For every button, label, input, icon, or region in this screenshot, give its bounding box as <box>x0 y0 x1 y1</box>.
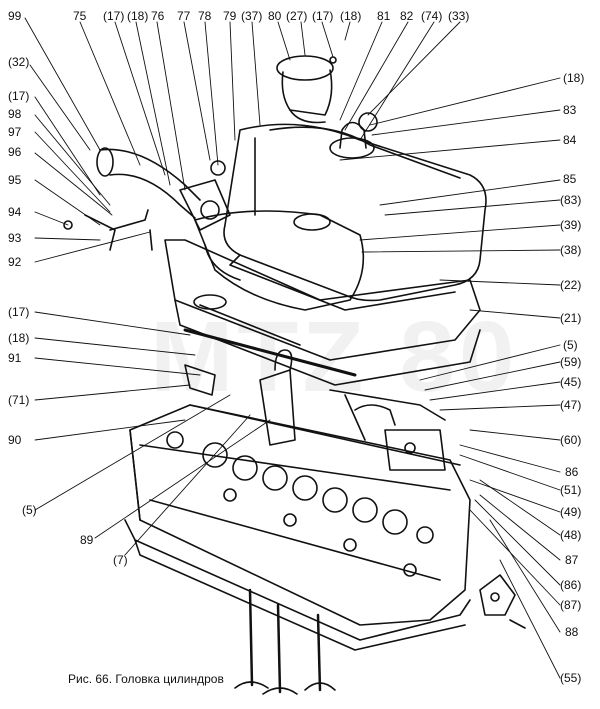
rocker-housing <box>164 239 481 386</box>
rocker-arms <box>259 349 446 471</box>
callout-18-mid: (18) <box>8 331 30 345</box>
callout-81: 81 <box>377 9 391 23</box>
breather-cap <box>329 112 378 159</box>
callout-79: 79 <box>223 9 237 23</box>
callout-17-top: (17) <box>312 9 334 23</box>
callout-96: 96 <box>8 145 22 159</box>
rocker-shaft <box>183 328 446 441</box>
callout-37: (37) <box>241 9 263 23</box>
callout-18-top: (18) <box>340 9 362 23</box>
callout-87: 87 <box>565 553 579 567</box>
callout-88: 88 <box>565 625 579 639</box>
callout-49: (49) <box>560 505 582 519</box>
callout-86-paren: (86) <box>560 578 582 592</box>
callout-32: (32) <box>8 55 30 69</box>
callout-87-paren: (87) <box>560 598 582 612</box>
cylinder-head-block <box>129 404 471 626</box>
callout-76: 76 <box>151 9 165 23</box>
callout-83-paren: (83) <box>560 193 582 207</box>
callout-55: (55) <box>560 671 582 685</box>
callout-22: (22) <box>560 278 582 292</box>
callout-99: 99 <box>8 9 22 23</box>
callout-97: 97 <box>8 125 22 139</box>
inlet-manifold <box>194 160 365 311</box>
callout-95: 95 <box>8 173 22 187</box>
callout-85: 85 <box>563 172 577 186</box>
callout-5-left: (5) <box>22 503 37 517</box>
callout-92: 92 <box>8 255 22 269</box>
leader-lines <box>24 17 561 679</box>
callout-75: 75 <box>73 9 87 23</box>
callout-91: 91 <box>8 351 22 365</box>
valves <box>234 588 336 695</box>
callout-47: (47) <box>560 398 582 412</box>
callout-93: 93 <box>8 231 22 245</box>
left-bracket <box>63 209 216 396</box>
callout-21: (21) <box>560 311 582 325</box>
callout-80: 80 <box>268 9 282 23</box>
callout-18: (18) <box>127 9 149 23</box>
callout-27: (27) <box>286 9 308 23</box>
callout-33: (33) <box>448 9 470 23</box>
callout-98: 98 <box>8 107 22 121</box>
callout-18-right: (18) <box>563 71 585 85</box>
callout-77: 77 <box>177 9 191 23</box>
callout-5-right: (5) <box>563 338 578 352</box>
callout-86: 86 <box>565 465 579 479</box>
callout-39: (39) <box>560 218 582 232</box>
figure-caption: Рис. 66. Головка цилиндров <box>68 672 224 686</box>
thermostat-housing <box>276 55 337 124</box>
callout-83: 83 <box>563 103 577 117</box>
water-outlet-pipe <box>96 147 231 231</box>
callout-74: (74) <box>421 9 443 23</box>
side-bracket <box>479 574 526 629</box>
callout-7: (7) <box>113 553 128 567</box>
callout-60: (60) <box>560 433 582 447</box>
callout-48: (48) <box>560 528 582 542</box>
callout-59: (59) <box>560 355 582 369</box>
valve-cover <box>223 123 487 311</box>
callout-71: (71) <box>8 393 30 407</box>
callout-51: (51) <box>560 483 582 497</box>
callout-90: 90 <box>8 433 22 447</box>
head-gasket <box>124 519 471 651</box>
callout-38: (38) <box>560 243 582 257</box>
callout-78: 78 <box>198 9 212 23</box>
callout-84: 84 <box>563 133 577 147</box>
callout-45: (45) <box>560 375 582 389</box>
callout-17-left: (17) <box>8 89 30 103</box>
callout-17-mid: (17) <box>8 305 30 319</box>
callout-82: 82 <box>400 9 414 23</box>
callout-89: 89 <box>80 533 94 547</box>
callout-17: (17) <box>103 9 125 23</box>
callout-94: 94 <box>8 205 22 219</box>
